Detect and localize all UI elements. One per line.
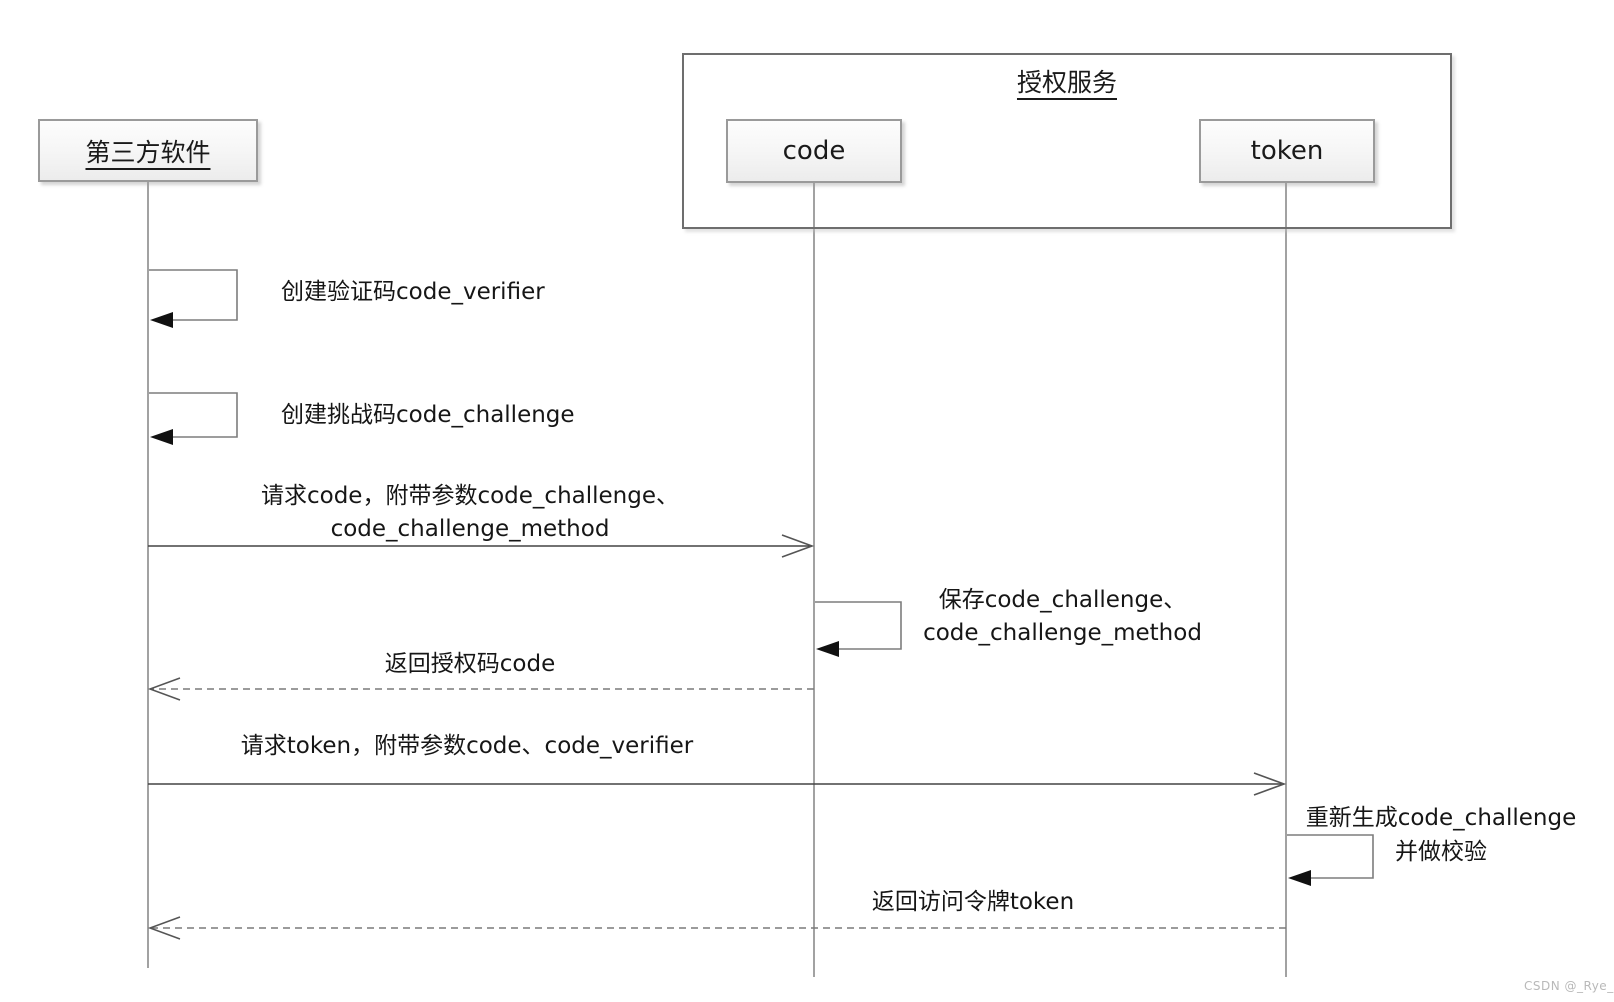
message-label-regenerate-line1: 重新生成code_challenge bbox=[1305, 805, 1577, 831]
message-label-regenerate-line2: 并做校验 bbox=[1395, 839, 1487, 865]
message-label-request-code-line1: 请求code，附带参数code_challenge、 bbox=[260, 483, 679, 509]
message-label-save-challenge-line1: 保存code_challenge、 bbox=[938, 587, 1187, 613]
arrowhead-open-return-code bbox=[147, 677, 181, 701]
self-message-create-challenge-loop bbox=[149, 392, 238, 438]
participant-code: code bbox=[726, 119, 902, 183]
self-message-regenerate-loop bbox=[1287, 834, 1374, 879]
self-message-create-verifier-loop bbox=[149, 269, 238, 321]
message-label-regenerate: 重新生成code_challenge 并做校验 bbox=[1290, 801, 1592, 869]
message-label-request-code: 请求code，附带参数code_challenge、 code_challenge… bbox=[160, 480, 780, 546]
watermark: CSDN @_Rye_ bbox=[1524, 979, 1614, 993]
message-label-create-verifier: 创建验证码code_verifier bbox=[281, 279, 545, 305]
group-auth-service-title-text: 授权服务 bbox=[1016, 68, 1117, 97]
message-label-request-code-line2: code_challenge_method bbox=[330, 516, 610, 542]
self-message-save-challenge-loop bbox=[815, 601, 902, 650]
participant-token-label: token bbox=[1250, 136, 1324, 166]
participant-code-label: code bbox=[782, 136, 846, 166]
arrowhead-filled-create-challenge bbox=[150, 429, 173, 445]
arrowhead-open-request-token bbox=[1253, 772, 1287, 796]
message-label-request-token: 请求token，附带参数code、code_verifier bbox=[240, 733, 694, 759]
message-label-save-challenge-line2: code_challenge_method bbox=[923, 620, 1202, 646]
message-label-create-challenge: 创建挑战码code_challenge bbox=[281, 402, 575, 428]
arrowhead-filled-regenerate bbox=[1288, 870, 1311, 886]
message-label-save-challenge: 保存code_challenge、 code_challenge_method bbox=[890, 584, 1235, 650]
group-auth-service: 授权服务 bbox=[682, 53, 1452, 229]
participant-third-party: 第三方软件 bbox=[38, 119, 258, 182]
participant-token: token bbox=[1199, 119, 1375, 183]
arrowhead-open-request-code bbox=[781, 534, 815, 558]
message-label-return-token: 返回访问令牌token bbox=[871, 889, 1075, 915]
participant-third-party-label: 第三方软件 bbox=[85, 137, 211, 167]
arrowhead-open-return-token bbox=[147, 916, 181, 940]
message-label-return-code: 返回授权码code bbox=[384, 651, 556, 677]
arrowhead-filled-create-verifier bbox=[150, 312, 173, 328]
arrowhead-filled-save-challenge bbox=[816, 641, 839, 657]
group-auth-service-title: 授权服务 bbox=[684, 63, 1450, 99]
